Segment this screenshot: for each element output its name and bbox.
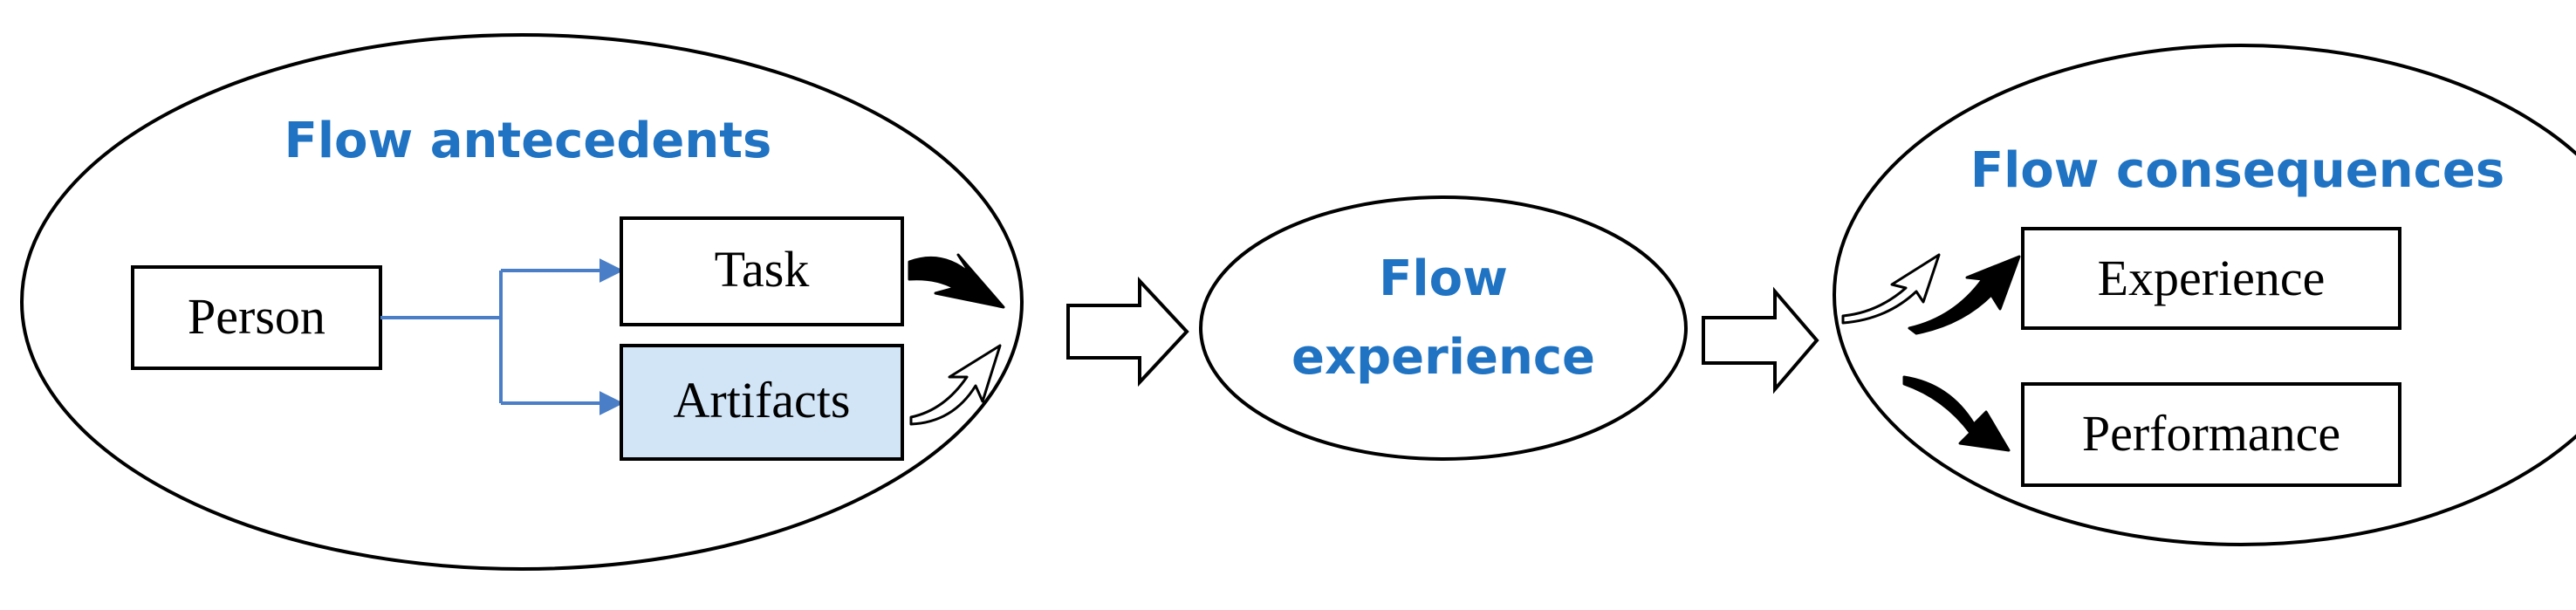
task-label: Task xyxy=(715,241,810,298)
experience-outcome-box xyxy=(2021,227,2401,330)
hollow-block-right-arrow-icon xyxy=(1702,286,1819,394)
person-branch-connector xyxy=(380,258,624,415)
antecedents-ellipse xyxy=(20,33,1024,571)
consequences-title: Flow consequences xyxy=(1970,142,2504,199)
solid-curved-arrow-icon xyxy=(1902,375,2011,452)
artifacts-box xyxy=(620,344,904,461)
performance-outcome-label: Performance xyxy=(2082,405,2340,462)
antecedents-group: Flow antecedents Person Task Artifacts xyxy=(20,33,1024,571)
experience-title-line2: experience xyxy=(1291,329,1595,386)
task-box xyxy=(620,216,904,326)
hollow-block-right-arrow-icon xyxy=(1066,276,1189,387)
experience-ellipse xyxy=(1199,195,1688,461)
consequences-group: Flow consequences Experience Performance xyxy=(1833,44,2576,546)
experience-group: Flow experience xyxy=(1199,195,1688,461)
person-box xyxy=(131,265,382,370)
antecedents-title: Flow antecedents xyxy=(284,113,772,169)
hollow-curved-arrow-icon xyxy=(1841,253,1941,325)
experience-title-line1: Flow xyxy=(1379,250,1508,307)
solid-curved-arrow-icon xyxy=(1908,255,2021,335)
artifacts-label: Artifacts xyxy=(674,372,851,428)
performance-outcome-box xyxy=(2021,382,2401,487)
solid-curved-arrow-icon xyxy=(908,253,1005,309)
consequences-ellipse xyxy=(1833,44,2576,546)
person-label: Person xyxy=(188,288,325,345)
hollow-curved-arrow-icon xyxy=(909,344,1002,426)
experience-outcome-label: Experience xyxy=(2098,250,2326,306)
